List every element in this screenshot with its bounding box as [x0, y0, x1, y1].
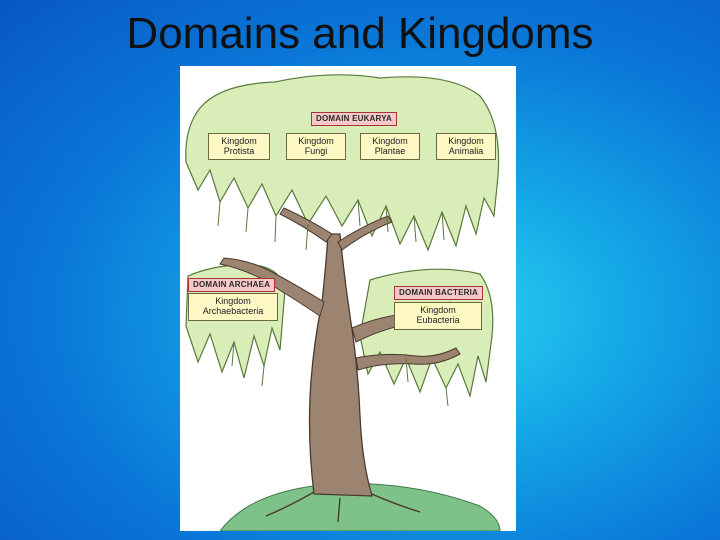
branch-upper-right: [338, 216, 392, 250]
domain-label-eukarya: DOMAIN EUKARYA: [311, 112, 397, 126]
kingdom-name: Fungi: [289, 146, 343, 156]
kingdom-label: Kingdom: [191, 296, 275, 306]
tree-of-life-diagram: DOMAIN EUKARYA Kingdom Protista Kingdom …: [180, 66, 516, 531]
kingdom-box-archaebacteria: Kingdom Archaebacteria: [188, 293, 278, 321]
kingdom-label: Kingdom: [211, 136, 267, 146]
kingdom-name: Animalia: [439, 146, 493, 156]
kingdom-box-animalia: Kingdom Animalia: [436, 133, 496, 160]
kingdom-label: Kingdom: [397, 305, 479, 315]
kingdom-name: Archaebacteria: [191, 306, 275, 316]
kingdom-name: Eubacteria: [397, 315, 479, 325]
kingdom-label: Kingdom: [439, 136, 493, 146]
domain-label-bacteria: DOMAIN BACTERIA: [394, 286, 483, 300]
kingdom-box-eubacteria: Kingdom Eubacteria: [394, 302, 482, 330]
kingdom-box-fungi: Kingdom Fungi: [286, 133, 346, 160]
canopy-eukarya: [186, 75, 499, 250]
kingdom-name: Protista: [211, 146, 267, 156]
slide-title: Domains and Kingdoms: [0, 10, 720, 58]
kingdom-label: Kingdom: [289, 136, 343, 146]
domain-label-archaea: DOMAIN ARCHAEA: [188, 278, 275, 292]
kingdom-name: Plantae: [363, 146, 417, 156]
kingdom-label: Kingdom: [363, 136, 417, 146]
kingdom-box-plantae: Kingdom Plantae: [360, 133, 420, 160]
kingdom-box-protista: Kingdom Protista: [208, 133, 270, 160]
